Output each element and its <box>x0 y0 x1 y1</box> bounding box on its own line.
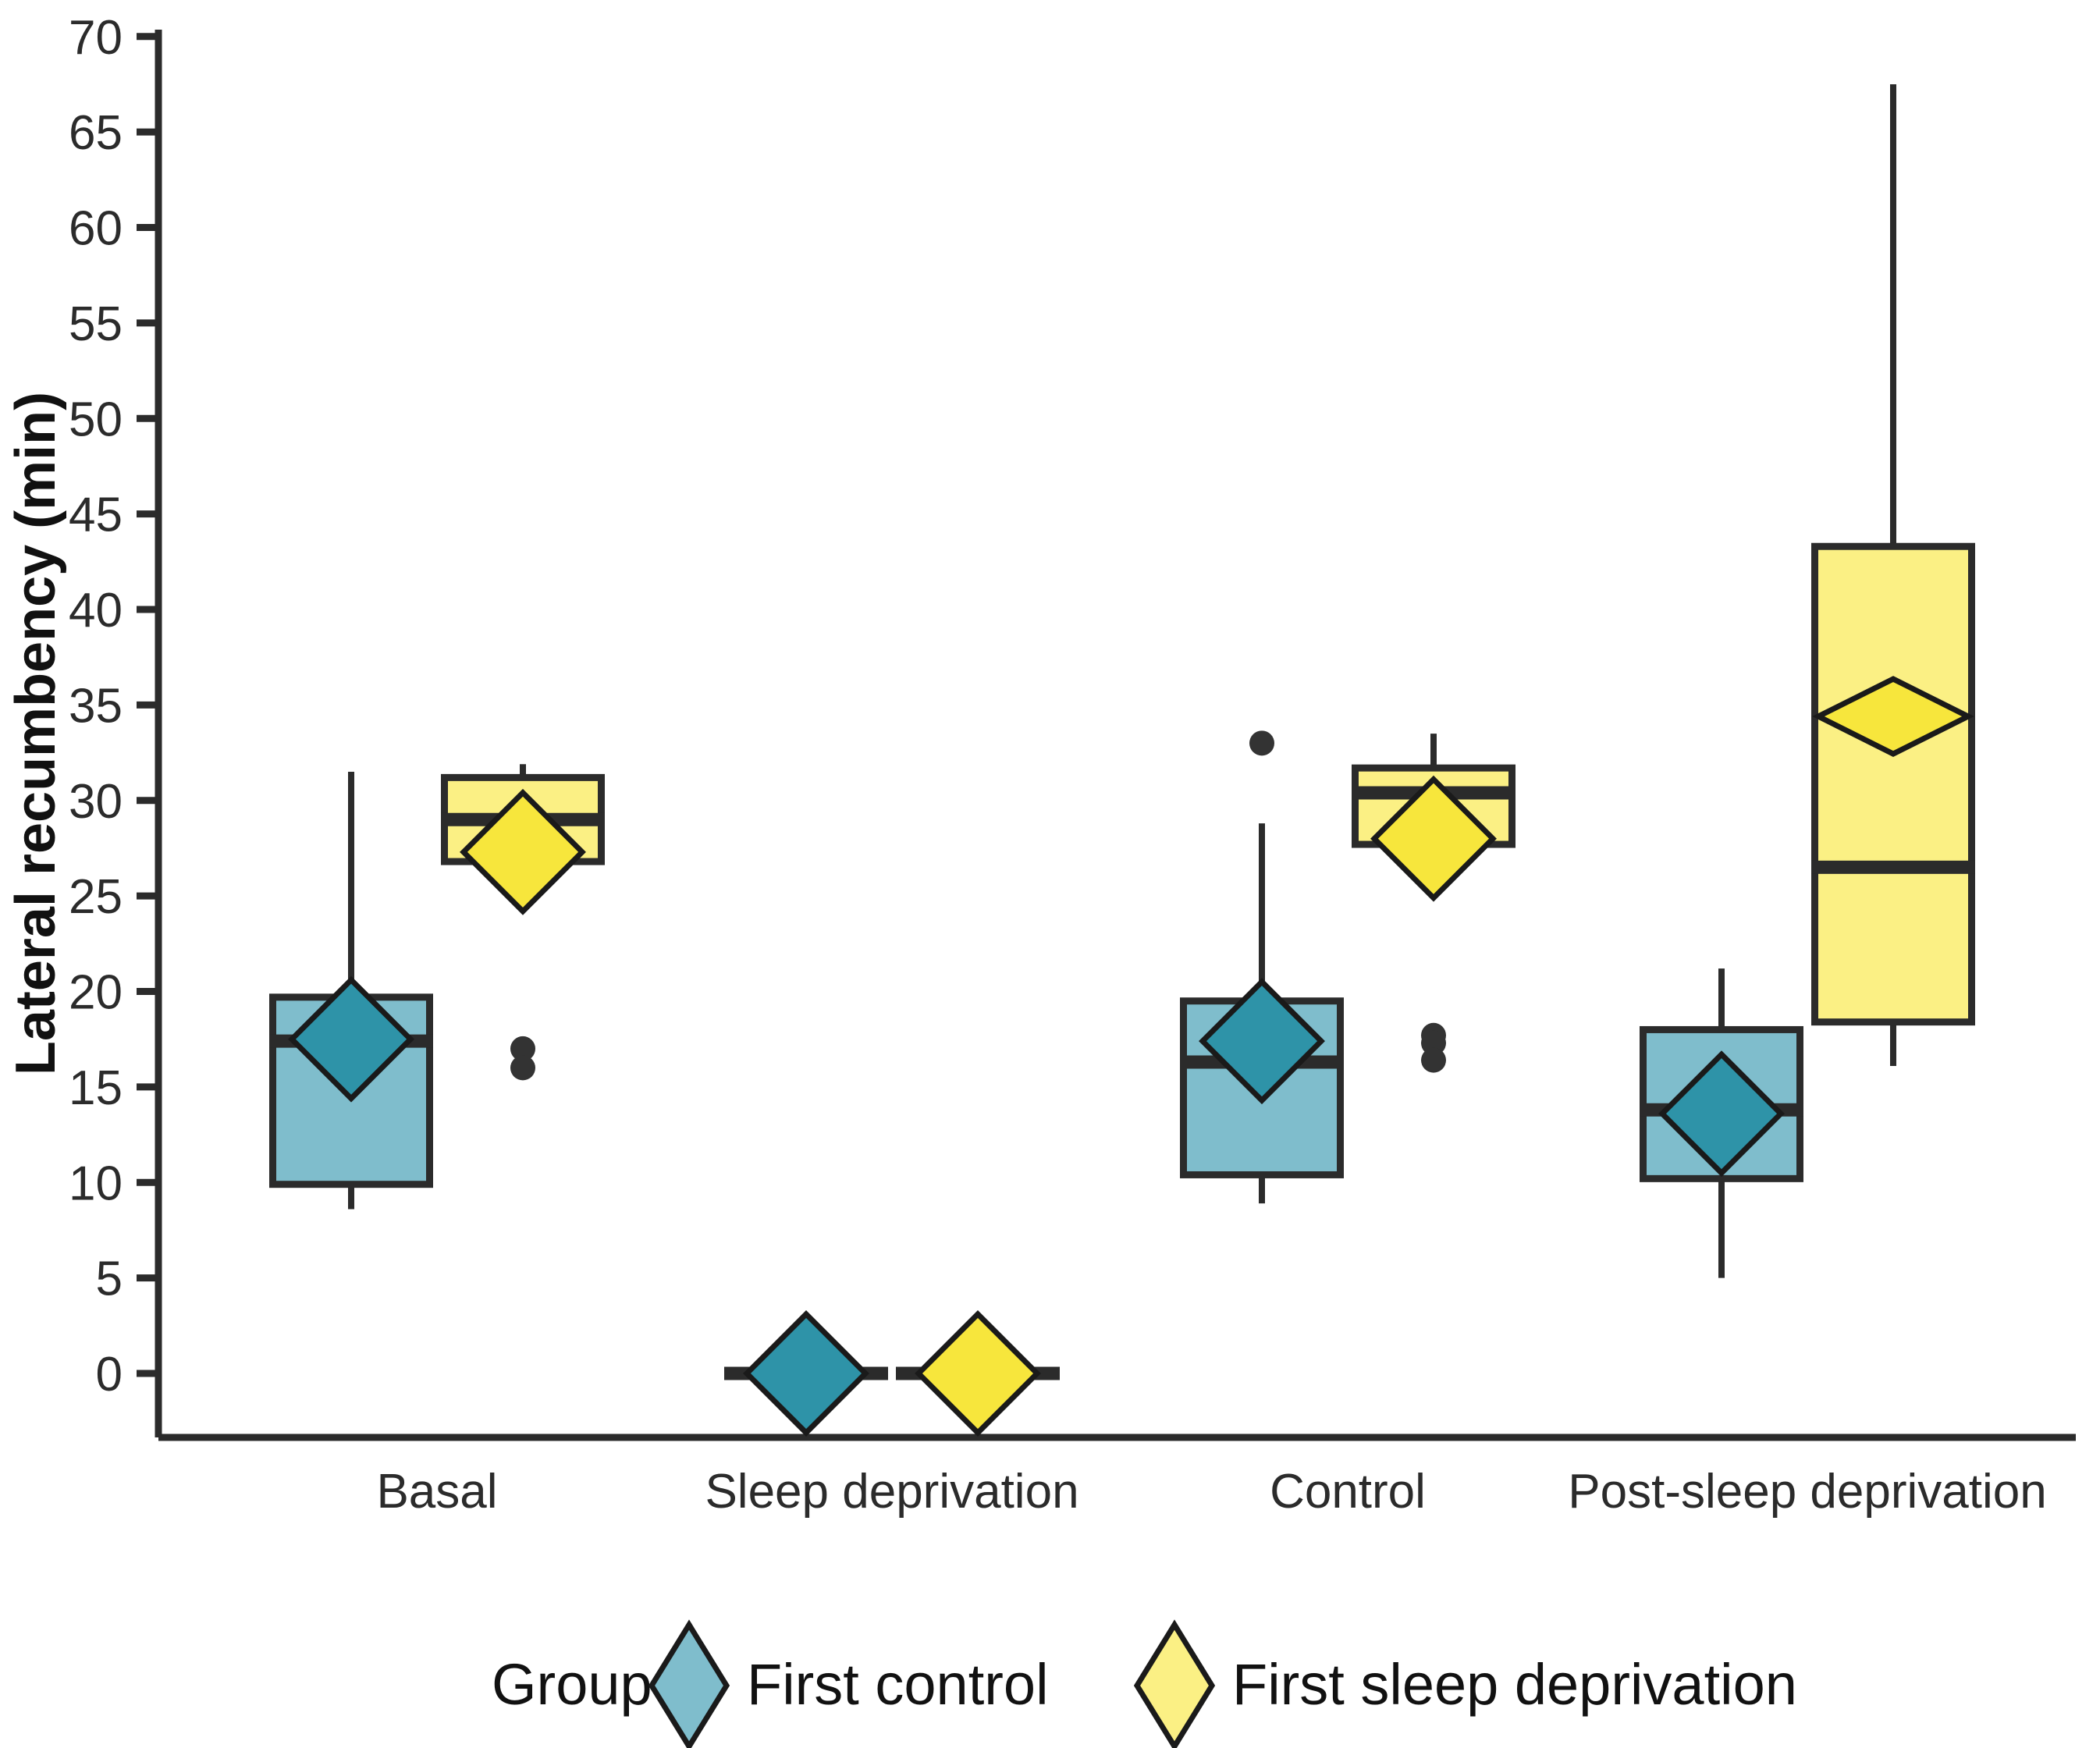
y-axis-tick-label: 10 <box>69 1156 123 1210</box>
y-axis-tick-label: 55 <box>69 297 123 351</box>
mean-diamond <box>1658 1050 1785 1178</box>
y-axis-title: Lateral recumbency (min) <box>5 392 67 1075</box>
boxes-group <box>269 83 1975 1437</box>
legend-diamond-icon <box>648 1619 730 1748</box>
mean-diamond <box>1370 775 1497 902</box>
boxplot-box <box>724 1310 888 1437</box>
boxplot-box <box>1180 730 1344 1204</box>
legend-diamond-icon <box>1133 1619 1216 1748</box>
boxplot-box <box>441 764 605 1081</box>
y-axis-tick-label: 20 <box>69 966 123 1020</box>
y-axis-tick-label: 65 <box>69 106 123 160</box>
mean-diamond <box>743 1310 869 1437</box>
mean-diamond <box>915 1310 1041 1437</box>
legend-label: First control <box>747 1652 1049 1717</box>
y-axis-tick-label: 50 <box>69 393 123 446</box>
y-axis-tick-label: 45 <box>69 489 123 542</box>
y-axis-tick-label: 35 <box>69 679 123 733</box>
mean-diamond <box>1812 676 1974 757</box>
mean-diamond <box>460 788 586 915</box>
legend-item[interactable]: First control <box>648 1619 1049 1748</box>
y-axis-tick-label: 40 <box>69 584 123 638</box>
box-iqr <box>1811 542 1975 1026</box>
legend-title: Group <box>492 1652 652 1717</box>
boxplot-box <box>1352 734 1515 1073</box>
outlier-point <box>510 1055 535 1081</box>
outlier-point <box>510 1036 535 1061</box>
x-axis-tick-label: Basal <box>376 1465 497 1519</box>
outlier-point <box>1249 730 1274 756</box>
outlier-point <box>1421 1030 1446 1056</box>
y-axis-tick-label: 0 <box>96 1348 123 1402</box>
y-axis-tick-label: 60 <box>69 202 123 256</box>
y-axis-tick-label: 30 <box>69 775 123 829</box>
y-axis-tick-label: 5 <box>96 1252 123 1306</box>
mean-diamond <box>288 975 414 1103</box>
y-axis-tick-label: 70 <box>69 11 123 65</box>
x-axis-tick-label: Post-sleep deprivation <box>1568 1465 2046 1519</box>
legend: Group First control First sleep deprivatio… <box>492 1619 1797 1748</box>
legend-label: First sleep deprivation <box>1232 1652 1797 1717</box>
legend-item[interactable]: First sleep deprivation <box>1133 1619 1797 1748</box>
boxplot-box <box>1640 968 1803 1278</box>
x-axis-tick-label: Control <box>1270 1465 1426 1519</box>
outlier-point <box>1421 1047 1446 1073</box>
y-axis-tick-label: 25 <box>69 870 123 924</box>
boxplot-box <box>1811 83 1975 1066</box>
mean-diamond <box>1199 978 1325 1105</box>
x-axis-tick-label: Sleep deprivation <box>705 1465 1078 1519</box>
boxplot-box <box>269 772 433 1210</box>
y-axis-tick-label: 15 <box>69 1061 123 1115</box>
boxplot-box <box>896 1310 1060 1437</box>
